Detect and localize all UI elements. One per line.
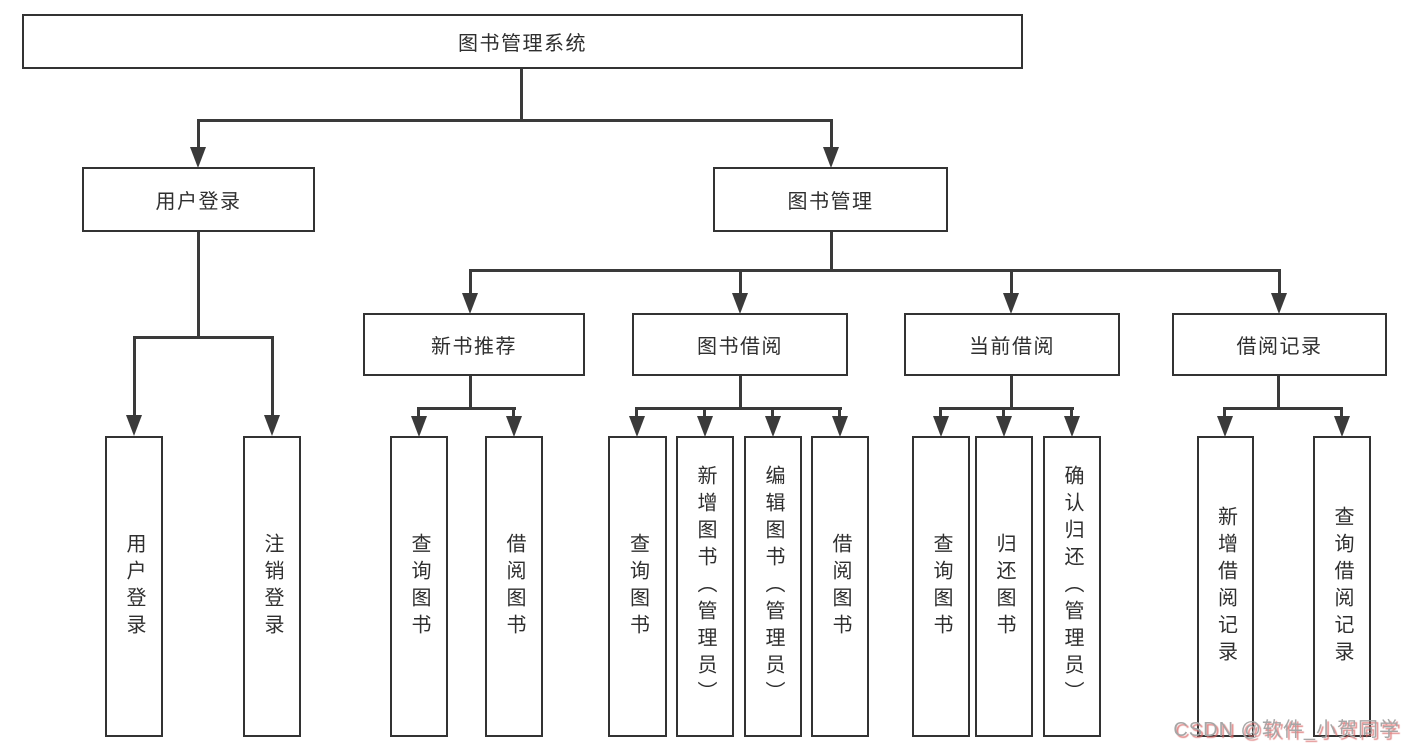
connector-vline	[197, 119, 200, 151]
arrow-down-icon	[732, 293, 748, 314]
leaf-borrow-books: 借阅图书	[811, 436, 869, 737]
connector-vline	[939, 407, 942, 421]
arrow-down-icon	[765, 416, 781, 437]
connector-hline	[133, 336, 274, 339]
arrow-down-icon	[126, 415, 142, 436]
connector-vline	[1070, 407, 1073, 421]
leaf-label: 新增图书（管理员）	[694, 465, 716, 708]
connector-vline	[1277, 376, 1280, 408]
connector-vline	[1010, 269, 1013, 296]
arrow-down-icon	[1271, 293, 1287, 314]
leaf-label: 查询图书	[626, 532, 649, 641]
connector-vline	[133, 336, 136, 418]
arrow-down-icon	[697, 416, 713, 437]
arrow-down-icon	[996, 416, 1012, 437]
connector-vline	[1223, 407, 1226, 421]
leaf-label: 查询图书	[408, 532, 430, 641]
leaf-label: 归还图书	[993, 532, 1015, 641]
node-book-management: 图书管理	[713, 167, 948, 232]
node-label: 当前借阅	[969, 336, 1055, 358]
connector-vline	[417, 407, 420, 421]
connector-vline	[1340, 407, 1343, 421]
leaf-query-books-current: 查询图书	[912, 436, 970, 737]
node-label: 用户登录	[155, 191, 242, 213]
csdn-watermark: CSDN @软件_小贺同学	[1173, 719, 1400, 741]
arrow-down-icon	[933, 416, 949, 437]
connector-hline	[940, 407, 1074, 410]
leaf-add-books-admin: 新增图书（管理员）	[676, 436, 734, 737]
node-root-library-management-system: 图书管理系统	[22, 14, 1023, 69]
leaf-add-borrow-record: 新增借阅记录	[1197, 436, 1254, 737]
connector-vline	[830, 119, 833, 151]
arrow-down-icon	[462, 293, 478, 314]
arrow-down-icon	[411, 416, 427, 437]
node-label: 借阅记录	[1236, 336, 1323, 358]
leaf-label: 借阅图书	[503, 532, 525, 641]
node-user-login: 用户登录	[82, 167, 315, 232]
arrow-down-icon	[832, 416, 848, 437]
leaf-label: 用户登录	[123, 532, 145, 641]
connector-hline	[1224, 407, 1343, 410]
leaf-confirm-return-admin: 确认归还（管理员）	[1043, 436, 1101, 737]
connector-vline	[1278, 269, 1281, 296]
arrow-down-icon	[1064, 416, 1080, 437]
node-book-borrowing: 图书借阅	[632, 313, 848, 376]
arrow-down-icon	[1003, 293, 1019, 314]
arrow-down-icon	[190, 147, 206, 168]
connector-hline	[636, 407, 842, 410]
node-borrowing-records: 借阅记录	[1172, 313, 1387, 376]
leaf-query-books-borrowing: 查询图书	[608, 436, 667, 737]
node-label: 图书借阅	[697, 336, 783, 358]
node-label: 新书推荐	[431, 336, 517, 358]
connector-vline	[197, 232, 200, 337]
leaf-edit-books-admin: 编辑图书（管理员）	[744, 436, 802, 737]
connector-vline	[469, 376, 472, 408]
arrow-down-icon	[506, 416, 522, 437]
connector-hline	[197, 119, 833, 122]
node-new-book-recommend: 新书推荐	[363, 313, 585, 376]
leaf-label: 确认归还（管理员）	[1061, 465, 1083, 708]
leaf-label: 新增借阅记录	[1214, 505, 1237, 668]
connector-vline	[703, 407, 706, 421]
arrow-down-icon	[629, 416, 645, 437]
arrow-down-icon	[823, 147, 839, 168]
connector-vline	[739, 376, 742, 408]
arrow-down-icon	[264, 415, 280, 436]
connector-vline	[635, 407, 638, 421]
connector-vline	[771, 407, 774, 421]
arrow-down-icon	[1217, 416, 1233, 437]
leaf-label: 借阅图书	[829, 532, 851, 641]
connector-vline	[469, 269, 472, 296]
leaf-label: 查询借阅记录	[1331, 505, 1353, 668]
connector-vline	[838, 407, 841, 421]
leaf-user-login: 用户登录	[105, 436, 163, 737]
leaf-label: 注销登录	[261, 532, 283, 641]
leaf-return-books: 归还图书	[975, 436, 1033, 737]
node-label: 图书管理系统	[458, 33, 587, 55]
connector-vline	[520, 69, 523, 119]
arrow-down-icon	[1334, 416, 1350, 437]
node-current-borrowing: 当前借阅	[904, 313, 1120, 376]
connector-hline	[418, 407, 516, 410]
connector-vline	[1002, 407, 1005, 421]
leaf-label: 查询图书	[930, 532, 952, 641]
connector-vline	[271, 336, 274, 418]
connector-hline	[469, 269, 1281, 272]
node-label: 图书管理	[787, 191, 874, 213]
connector-vline	[739, 269, 742, 296]
leaf-query-borrow-record: 查询借阅记录	[1313, 436, 1371, 737]
connector-vline	[830, 232, 833, 270]
leaf-query-books-recommend: 查询图书	[390, 436, 448, 737]
connector-vline	[512, 407, 515, 421]
connector-vline	[1010, 376, 1013, 408]
leaf-label: 编辑图书（管理员）	[762, 465, 784, 708]
leaf-borrow-books-recommend: 借阅图书	[485, 436, 543, 737]
leaf-logout: 注销登录	[243, 436, 301, 737]
